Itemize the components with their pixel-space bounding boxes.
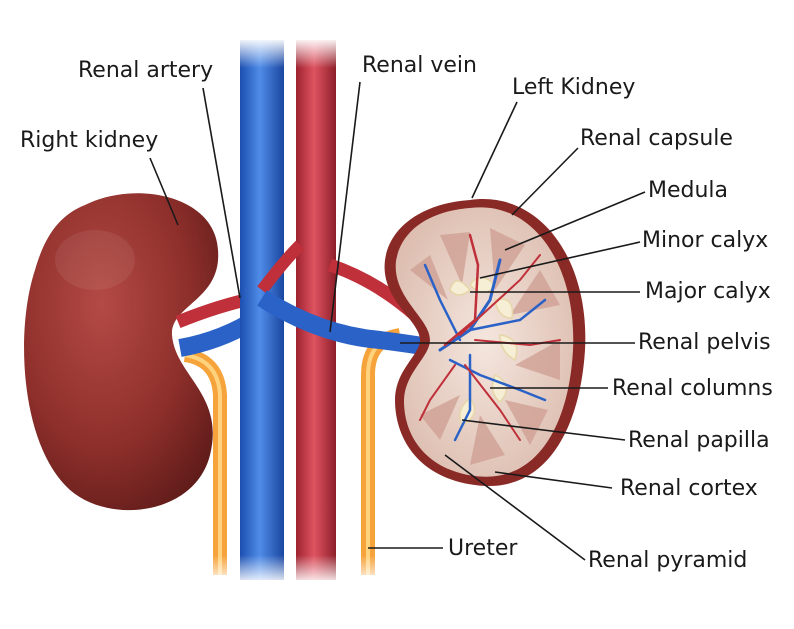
label-right-kidney: Right kidney — [20, 128, 159, 153]
label-ureter: Ureter — [448, 536, 518, 561]
label-renal-vein: Renal vein — [362, 53, 477, 78]
left-ureter — [361, 328, 402, 575]
label-renal-pyramid: Renal pyramid — [588, 548, 748, 573]
label-renal-cortex: Renal cortex — [620, 476, 758, 501]
label-renal-capsule: Renal capsule — [580, 126, 733, 151]
label-minor-calyx: Minor calyx — [642, 228, 769, 253]
label-renal-artery: Renal artery — [78, 58, 214, 83]
renal-pyramids — [410, 228, 560, 465]
leader-lines — [149, 81, 646, 561]
label-left-kidney: Left Kidney — [512, 75, 636, 100]
aorta — [296, 40, 336, 580]
label-renal-columns: Renal columns — [612, 376, 773, 401]
label-medula: Medula — [648, 178, 729, 203]
label-renal-papilla: Renal papilla — [628, 428, 770, 453]
right-kidney — [24, 193, 219, 511]
label-renal-pelvis: Renal pelvis — [638, 330, 771, 355]
label-major-calyx: Major calyx — [645, 279, 771, 304]
